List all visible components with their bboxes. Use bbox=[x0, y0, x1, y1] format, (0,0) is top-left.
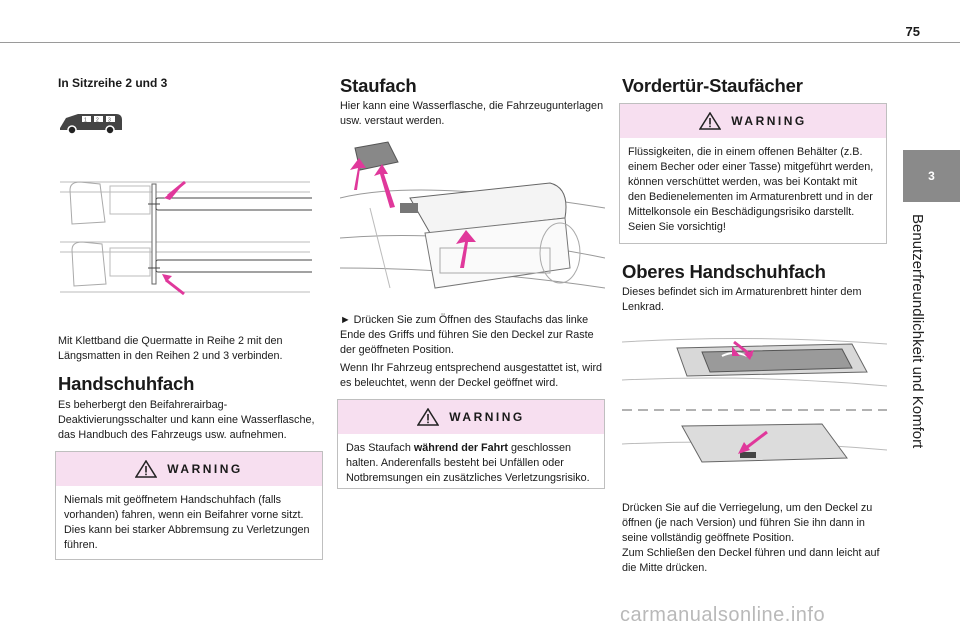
warning-box-vordertuer: WARNING Flüssigkeiten, die in einem offe… bbox=[619, 103, 887, 244]
van-icon: 1 2 3 bbox=[60, 114, 122, 135]
heading-staufach: Staufach bbox=[340, 75, 417, 96]
watermark: carmanualsonline.info bbox=[620, 604, 826, 626]
oberes-handschuhfach-caption2: Zum Schließen den Deckel führen und dann… bbox=[622, 547, 880, 574]
warning-box-handschuhfach: WARNING Niemals mit geöffnetem Handschuh… bbox=[55, 451, 323, 560]
warning-header: WARNING bbox=[338, 400, 604, 434]
warning-box-staufach: WARNING Das Staufach während der Fahrt g… bbox=[337, 399, 605, 489]
warning-text: Flüssigkeiten, die in einem offenen Behä… bbox=[628, 146, 874, 233]
svg-text:2: 2 bbox=[96, 118, 99, 124]
header-rule bbox=[0, 42, 960, 43]
heading-vordertuer: Vordertür-Staufächer bbox=[622, 75, 803, 96]
warning-text: Das Staufach während der Fahrt geschloss… bbox=[338, 434, 604, 486]
chapter-title: Benutzerfreundlichkeit und Komfort bbox=[904, 214, 930, 454]
warning-text-bold: während der Fahrt bbox=[413, 442, 509, 454]
chapter-title-text: Benutzerfreundlichkeit und Komfort bbox=[909, 214, 926, 449]
warning-text-end: geschlossen halten. Anderenfalls besteht… bbox=[346, 442, 590, 484]
oberes-handschuhfach-caption: Drücken Sie auf die Verriegelung, um den… bbox=[622, 502, 873, 544]
floor-mat-illustration bbox=[60, 180, 312, 296]
heading-oberes-handschuhfach: Oberes Handschuhfach bbox=[622, 261, 826, 282]
warning-triangle-icon bbox=[135, 460, 158, 478]
warning-text-start: Das Staufach bbox=[346, 442, 414, 454]
svg-text:1: 1 bbox=[84, 118, 87, 124]
warning-text: Niemals mit geöffnetem Handschuhfach (fa… bbox=[64, 494, 310, 551]
warning-triangle-icon bbox=[417, 408, 440, 426]
oberes-handschuhfach-body: Dieses befindet sich im Armaturenbrett h… bbox=[622, 286, 862, 313]
rows-caption: Mit Klettband die Quermatte in Reihe 2 m… bbox=[58, 335, 283, 362]
warning-header: WARNING bbox=[56, 452, 322, 486]
staufach-illustration bbox=[340, 141, 605, 289]
warning-header: WARNING bbox=[620, 104, 886, 138]
warning-label: WARNING bbox=[167, 462, 243, 476]
warning-label: WARNING bbox=[731, 114, 807, 128]
subheading-rows: In Sitzreihe 2 und 3 bbox=[58, 76, 168, 90]
svg-text:3: 3 bbox=[108, 118, 111, 124]
heading-handschuhfach: Handschuhfach bbox=[58, 373, 195, 394]
staufach-step: ► Drücken Sie zum Öffnen des Staufachs d… bbox=[340, 314, 594, 356]
staufach-note: Wenn Ihr Fahrzeug entsprechend ausgestat… bbox=[340, 362, 603, 389]
warning-label: WARNING bbox=[449, 410, 525, 424]
oberes-handschuhfach-illustration bbox=[622, 337, 887, 463]
staufach-intro: Hier kann eine Wasserflasche, die Fahrze… bbox=[340, 100, 604, 127]
handschuhfach-body: Es beherbergt den Beifahrerairbag-Deakti… bbox=[58, 399, 315, 441]
page-number: 75 bbox=[905, 24, 920, 39]
warning-triangle-icon bbox=[699, 112, 722, 130]
chapter-tab[interactable]: 3 bbox=[903, 150, 960, 202]
